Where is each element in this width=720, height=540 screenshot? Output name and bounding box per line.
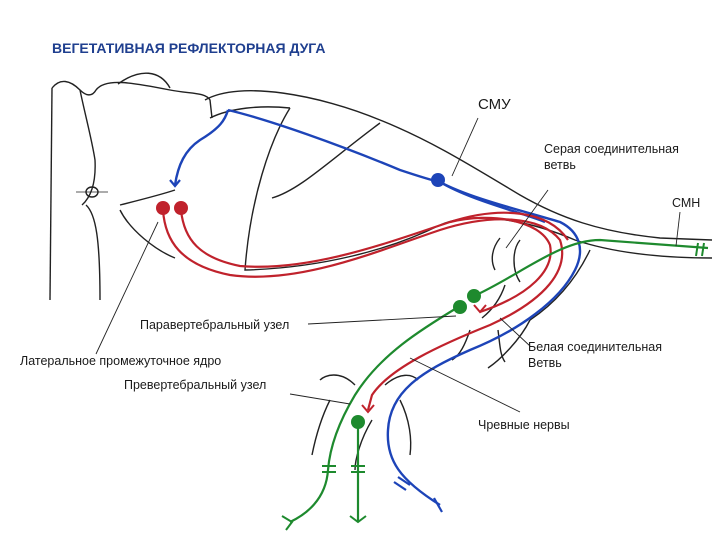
label-prevertebral-ganglion: Превертебральный узел	[124, 378, 267, 392]
label-white-ramus-line2: Ветвь	[528, 356, 562, 370]
sensory-endings	[169, 179, 443, 513]
sensory-neuron-body	[431, 173, 445, 187]
paravertebral-ganglion-neuron	[467, 289, 481, 303]
postganglionic-pathway	[289, 238, 709, 523]
label-gray-ramus-line2: ветвь	[544, 158, 576, 172]
label-smu: СМУ	[478, 96, 511, 113]
preganglionic-pathway	[161, 209, 569, 411]
label-paravertebral-ganglion: Паравертебральный узел	[140, 318, 290, 332]
lateral-horn-neuron-2	[174, 201, 188, 215]
diagram-title: ВЕГЕТАТИВНАЯ РЕФЛЕКТОРНАЯ ДУГА	[52, 40, 326, 56]
prevertebral-ganglion-neuron	[351, 415, 365, 429]
label-gray-ramus-line1: Серая соединительная	[544, 142, 679, 156]
postganglionic-endings	[281, 242, 705, 531]
paravertebral-ganglion-neuron-2	[453, 300, 467, 314]
label-lateral-intermediate-nucleus: Латеральное промежуточное ядро	[20, 354, 222, 368]
label-splanchnic-nerves: Чревные нервы	[478, 418, 570, 432]
label-smn: СМН	[672, 196, 701, 210]
preganglionic-synapses	[361, 304, 487, 414]
leader-lines	[95, 117, 681, 413]
spinal-cord-outline	[49, 72, 213, 301]
sensory-pathway	[173, 108, 582, 507]
label-white-ramus-line1: Белая соединительная	[528, 340, 662, 354]
lateral-horn-neuron-1	[156, 201, 170, 215]
